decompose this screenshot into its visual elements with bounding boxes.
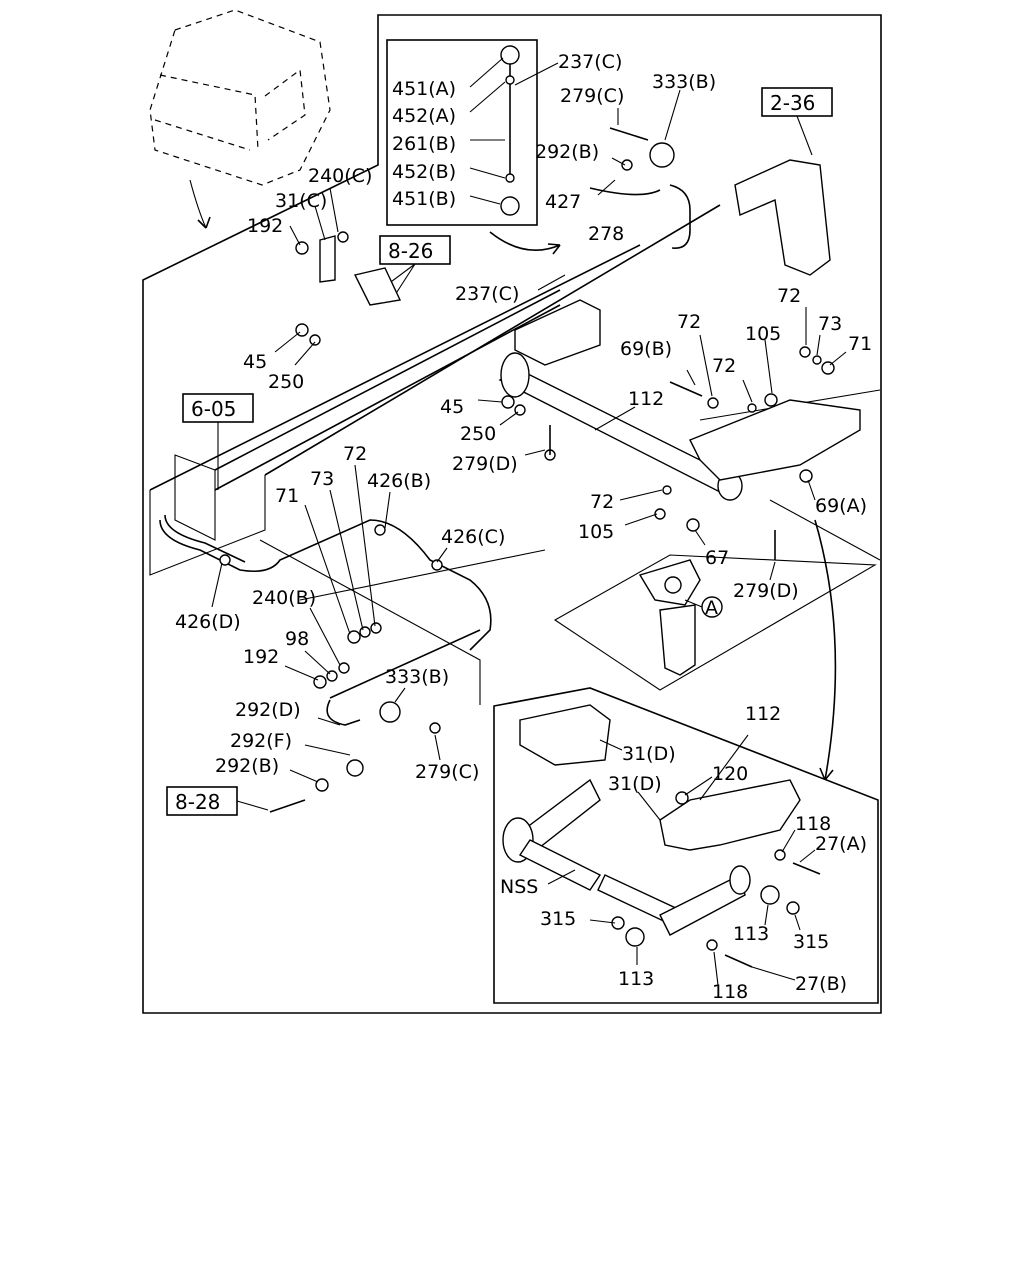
label-426c: 426(C) xyxy=(441,526,505,548)
curved-arrow-right xyxy=(814,519,837,781)
label-113-bottom: 113 xyxy=(618,968,654,990)
label-nss: NSS xyxy=(500,876,538,898)
label-315-right: 315 xyxy=(793,931,829,953)
label-315-left: 315 xyxy=(540,908,576,930)
label-237c-mid: 237(C) xyxy=(455,283,519,305)
cab-illustration xyxy=(149,9,331,229)
svg-text:8-28: 8-28 xyxy=(175,790,220,814)
main-frame-border xyxy=(142,14,882,1014)
ref-box-8-28[interactable]: 8-28 xyxy=(166,786,269,816)
marker-a-label: A xyxy=(705,597,718,619)
label-45-mid: 45 xyxy=(440,396,464,418)
label-279c-bottom: 279(C) xyxy=(415,761,479,783)
label-279d-mid: 279(D) xyxy=(452,453,518,475)
label-240b: 240(B) xyxy=(252,587,316,609)
label-98: 98 xyxy=(285,628,309,650)
label-105-r: 105 xyxy=(745,323,781,345)
label-118-bottom: 118 xyxy=(712,981,748,1003)
label-69a: 69(A) xyxy=(815,495,867,517)
label-452a: 452(A) xyxy=(392,105,456,127)
label-45-left: 45 xyxy=(243,351,267,373)
label-113-right: 113 xyxy=(733,923,769,945)
label-237c-top: 237(C) xyxy=(558,51,622,73)
label-240c: 240(C) xyxy=(308,165,372,187)
ref-box-8-26[interactable]: 8-26 xyxy=(379,235,451,296)
label-67: 67 xyxy=(705,547,729,569)
svg-text:6-05: 6-05 xyxy=(191,397,236,421)
axle-beam xyxy=(498,352,743,501)
label-73-r: 73 xyxy=(818,313,842,335)
label-31d-b: 31(D) xyxy=(608,773,662,795)
label-192-top: 192 xyxy=(247,215,283,237)
label-192-bottom: 192 xyxy=(243,646,279,668)
part-labels: 237(C) 279(C) 333(B) 292(B) 427 278 240(… xyxy=(175,51,872,783)
shock-absorber: A xyxy=(664,576,723,619)
label-278: 278 xyxy=(588,223,624,245)
brackets xyxy=(319,159,861,676)
label-72-r3: 72 xyxy=(712,355,736,377)
label-27a: 27(A) xyxy=(815,833,867,855)
label-261b: 261(B) xyxy=(392,133,456,155)
label-292b-bottom: 292(B) xyxy=(215,755,279,777)
svg-text:2-36: 2-36 xyxy=(770,91,815,115)
label-279c-top: 279(C) xyxy=(560,85,624,107)
inset-detail-112: 112 31(D) 31(D) 120 118 27(A) NSS 315 11… xyxy=(493,687,879,1004)
label-31c: 31(C) xyxy=(275,190,327,212)
label-69b: 69(B) xyxy=(620,338,672,360)
label-72-left: 72 xyxy=(343,443,367,465)
label-279d-right: 279(D) xyxy=(733,580,799,602)
leader-lines xyxy=(211,62,847,783)
label-427: 427 xyxy=(545,191,581,213)
label-72-mid: 72 xyxy=(590,491,614,513)
label-71-r: 71 xyxy=(848,333,872,355)
hardware xyxy=(219,127,835,813)
label-292d: 292(D) xyxy=(235,699,301,721)
label-72-r1: 72 xyxy=(777,285,801,307)
label-333b-bottom: 333(B) xyxy=(385,666,449,688)
label-71-left: 71 xyxy=(275,485,299,507)
label-112-main: 112 xyxy=(628,388,664,410)
label-27b: 27(B) xyxy=(795,973,847,995)
ref-box-2-36[interactable]: 2-36 xyxy=(761,87,833,156)
label-120: 120 xyxy=(712,763,748,785)
chassis-frame xyxy=(149,204,881,705)
label-292f: 292(F) xyxy=(230,730,292,752)
label-250-mid: 250 xyxy=(460,423,496,445)
inset-link-parts: 451(A) 452(A) 261(B) 452(B) 451(B) xyxy=(386,39,561,255)
stabilizer-and-hose xyxy=(159,184,691,726)
label-452b: 452(B) xyxy=(392,161,456,183)
label-426b: 426(B) xyxy=(367,470,431,492)
label-105-mid: 105 xyxy=(578,521,614,543)
label-112-inset: 112 xyxy=(745,703,781,725)
label-426d: 426(D) xyxy=(175,611,241,633)
label-451a: 451(A) xyxy=(392,78,456,100)
label-451b: 451(B) xyxy=(392,188,456,210)
label-73-left: 73 xyxy=(310,468,334,490)
label-31d-a: 31(D) xyxy=(622,743,676,765)
svg-text:8-26: 8-26 xyxy=(388,239,433,263)
ref-box-6-05[interactable]: 6-05 xyxy=(182,393,254,490)
label-118-top: 118 xyxy=(795,813,831,835)
label-72-r2: 72 xyxy=(677,311,701,333)
label-292b-top: 292(B) xyxy=(535,141,599,163)
label-333b-top: 333(B) xyxy=(652,71,716,93)
label-250-left: 250 xyxy=(268,371,304,393)
